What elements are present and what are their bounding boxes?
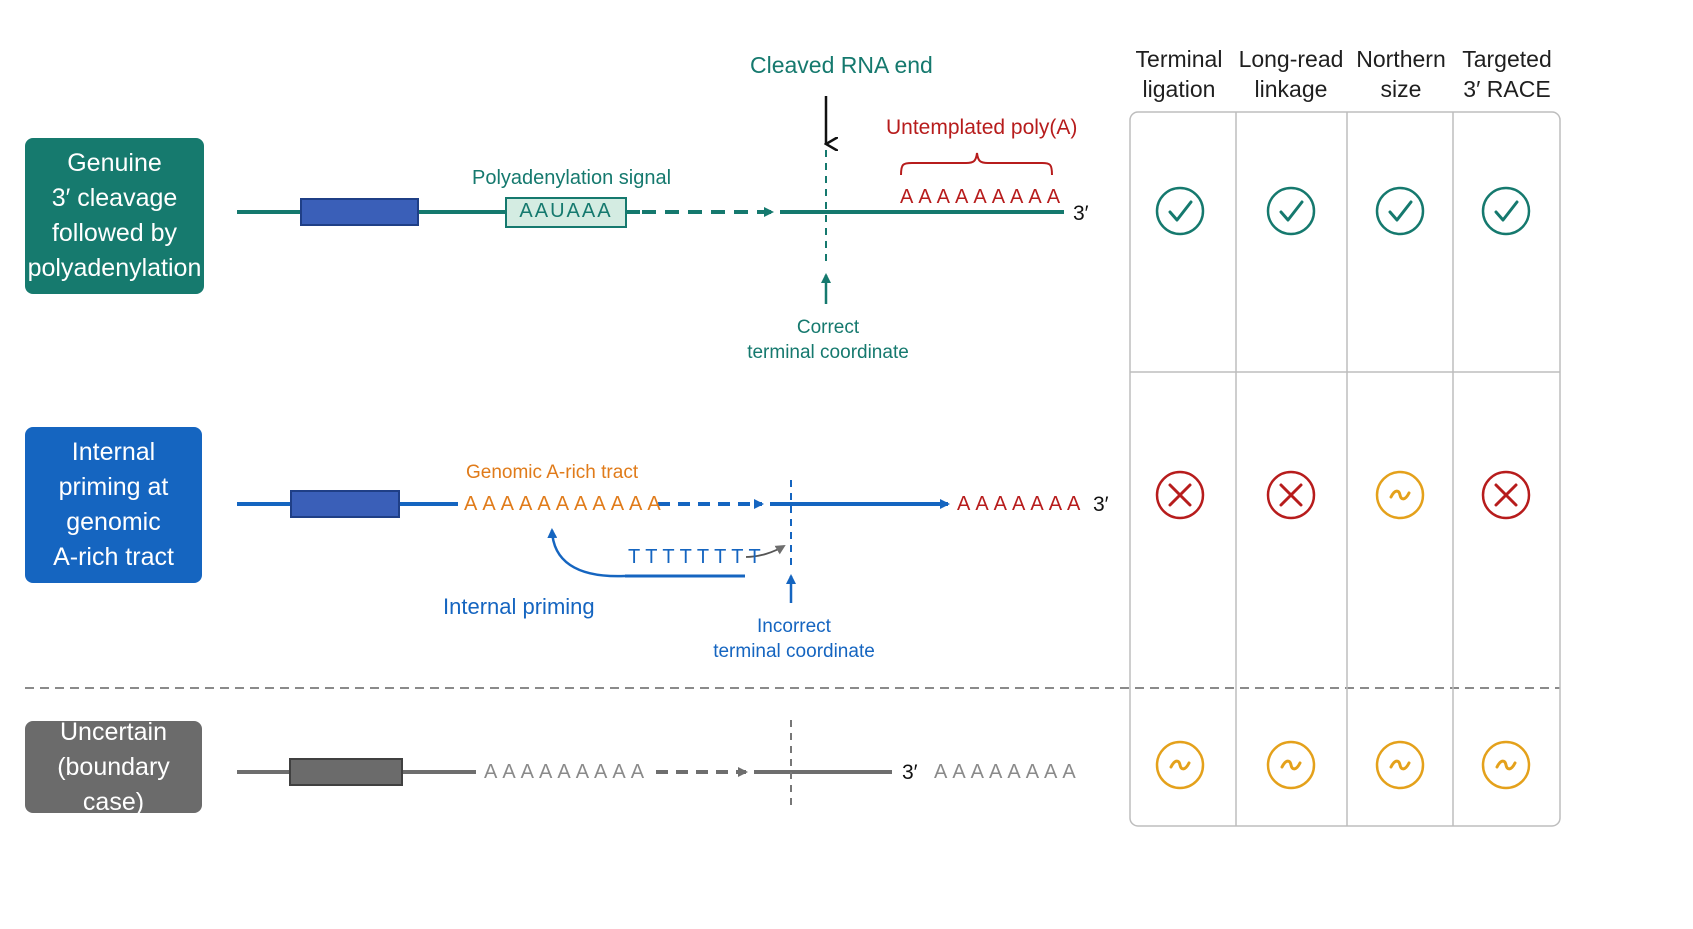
oligo-dt-primer: TTTTTTTT — [628, 546, 766, 568]
row2-3prime-label: 3′ — [1093, 493, 1109, 516]
check-icon — [1155, 186, 1205, 236]
check-icon — [1266, 186, 1316, 236]
row-label-internal-priming: Internal priming at genomic A-rich tract — [25, 427, 202, 583]
row3-exon-box — [289, 758, 403, 786]
row1-3prime-label: 3′ — [1073, 202, 1089, 225]
column-header-northern-size: Northern size — [1356, 46, 1446, 102]
matrix-icons — [1155, 186, 1531, 790]
row2-priming-curve — [547, 528, 626, 578]
row1-polya-sequence: AAAAAAAAA — [900, 186, 1066, 208]
row1-signal-box — [505, 197, 627, 228]
row3-right-sequence: AAAAAAAA — [934, 761, 1081, 783]
untemplated-polya-label: Untemplated poly(A) — [886, 116, 1078, 139]
tilde-icon — [1266, 740, 1316, 790]
column-header-terminal-ligation: Terminal ligation — [1135, 46, 1223, 102]
incorrect-coordinate-label: Incorrect terminal coordinate — [713, 616, 875, 662]
correct-coordinate-label: Correct terminal coordinate — [747, 317, 909, 363]
row-label-genuine: Genuine 3′ cleavage followed by polyaden… — [25, 138, 204, 294]
signal-sequence: AAUAAA — [519, 200, 613, 222]
evidence-table — [1129, 111, 1561, 827]
row3-left-sequence: AAAAAAAAA — [484, 761, 650, 783]
row2-polya-sequence: AAAAAAA — [957, 493, 1086, 515]
row1-exon-box — [300, 198, 419, 226]
polyadenylation-signal-label: Polyadenylation signal — [472, 167, 672, 189]
row2-exon-box — [290, 490, 400, 518]
column-header-targeted-race: Targeted 3′ RACE — [1462, 46, 1552, 102]
row2-diagram — [237, 480, 950, 603]
row1-polya-brace — [900, 152, 1053, 176]
cleaved-rna-end-label: Cleaved RNA end — [750, 52, 933, 78]
check-icon — [1481, 186, 1531, 236]
cross-icon — [1155, 470, 1205, 520]
check-icon — [1375, 186, 1425, 236]
internal-priming-label: Internal priming — [443, 594, 595, 619]
row-label-uncertain: Uncertain (boundary case) — [25, 718, 202, 816]
tilde-icon — [1375, 470, 1425, 520]
row1-diagram — [237, 96, 1064, 304]
tilde-icon — [1155, 740, 1205, 790]
column-header-long-read-linkage: Long-read linkage — [1238, 46, 1344, 102]
row2-primer-pointer — [745, 544, 786, 558]
row3-diagram — [237, 720, 892, 810]
row3-3prime-label: 3′ — [902, 761, 918, 784]
cross-icon — [1266, 470, 1316, 520]
tilde-icon — [1375, 740, 1425, 790]
genomic-tract-label: Genomic A-rich tract — [466, 462, 639, 483]
tilde-icon — [1481, 740, 1531, 790]
cross-icon — [1481, 470, 1531, 520]
genomic-tract-sequence: AAAAAAAAAAA — [464, 493, 666, 515]
